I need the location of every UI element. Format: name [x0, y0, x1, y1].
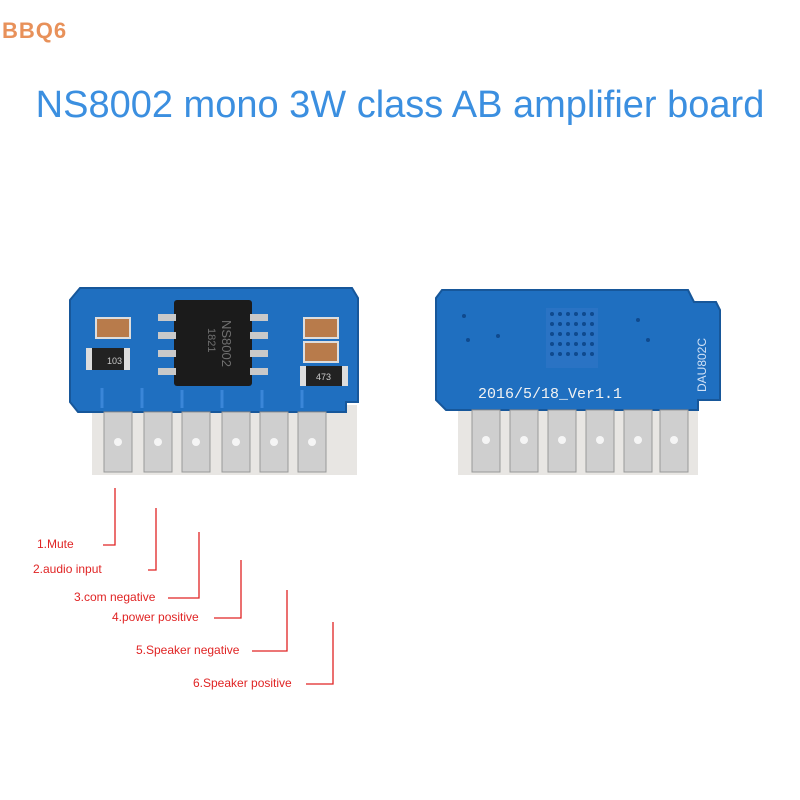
pin-label-speaker-positive: 6.Speaker positive: [193, 676, 292, 690]
chip-marking-1: NS8002: [219, 320, 234, 367]
back-side-label: DAU802C: [695, 338, 709, 392]
leader-pin-2: [148, 508, 157, 571]
front-board-image: NS8002 1821 103 473: [62, 280, 367, 485]
chip-marking-2: 1821: [205, 328, 217, 352]
brand-watermark: BBQ6: [2, 18, 68, 43]
leader-pin-6: [306, 622, 334, 685]
resistor-right-label: 473: [316, 372, 331, 382]
pin-label-speaker-negative: 5.Speaker negative: [136, 643, 240, 657]
pin-label-power-positive: 4.power positive: [112, 610, 199, 624]
back-silkscreen: 2016/5/18_Ver1.1: [478, 386, 622, 403]
resistor-left-label: 103: [107, 356, 122, 366]
pin-label-mute: 1.Mute: [37, 537, 74, 551]
pin-label-com-negative: 3.com negative: [74, 590, 156, 604]
leader-pin-1: [103, 488, 116, 546]
page-title: NS8002 mono 3W class AB amplifier board: [35, 84, 765, 126]
back-board-image: 2016/5/18_Ver1.1 DAU802C: [428, 280, 728, 485]
pin-label-audio-input: 2.audio input: [33, 562, 102, 576]
leader-pin-4: [214, 560, 242, 619]
leader-pin-3: [168, 532, 200, 599]
leader-pin-5: [252, 590, 288, 652]
